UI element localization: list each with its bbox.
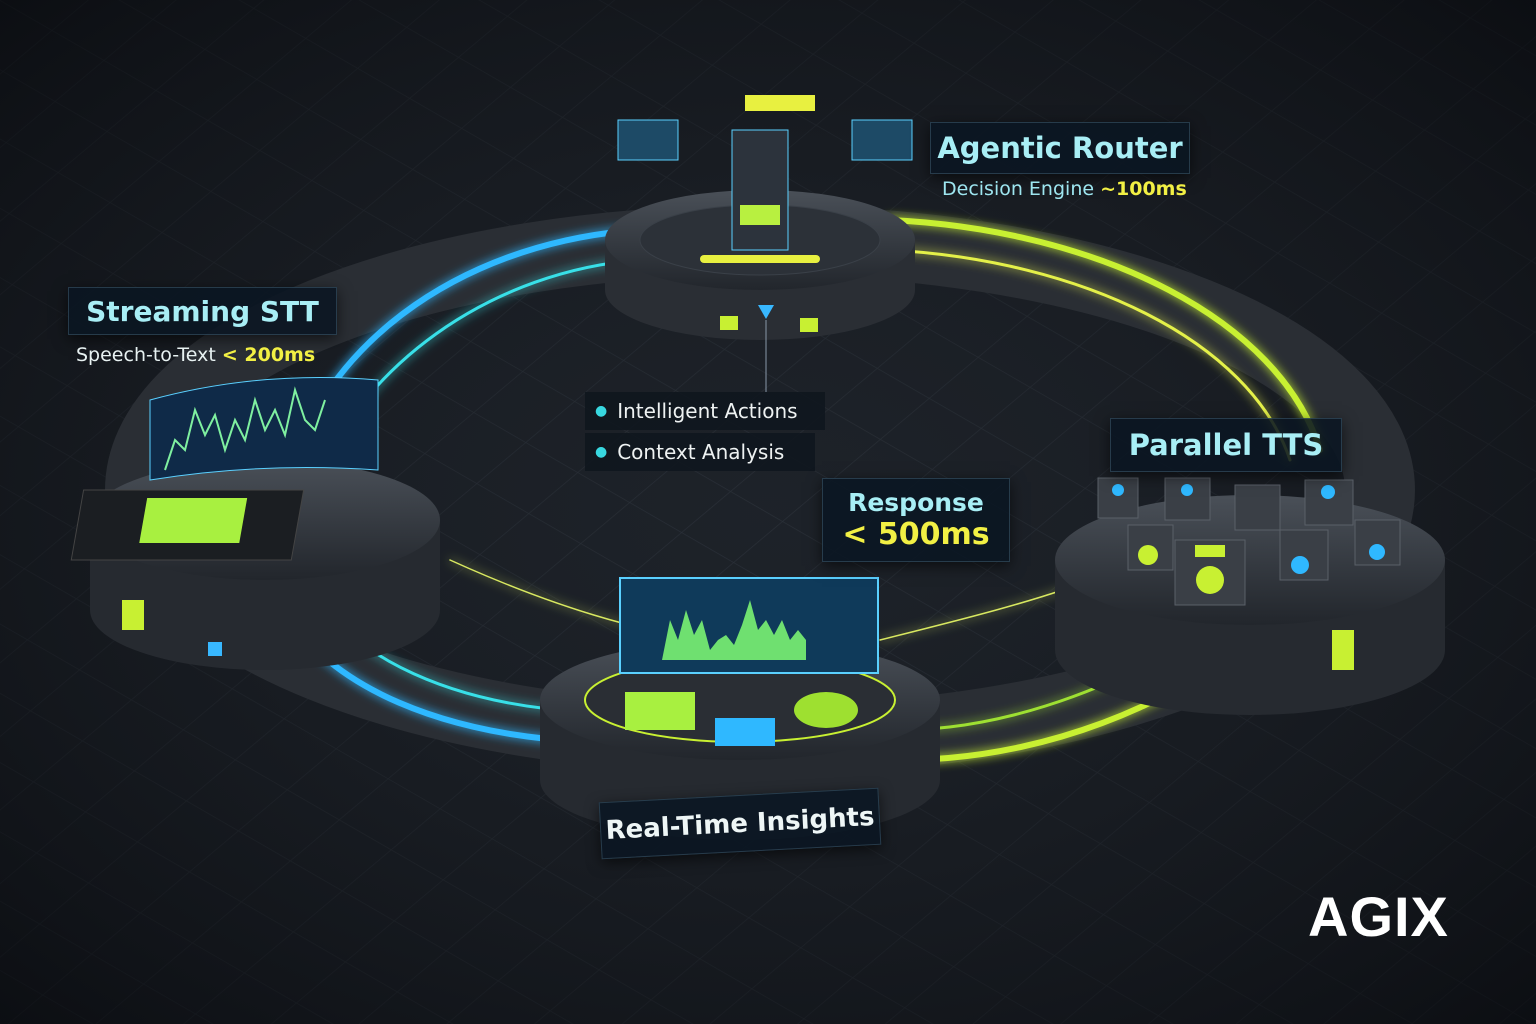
tts-platform bbox=[1055, 477, 1445, 715]
stt-latency: < 200ms bbox=[221, 344, 316, 366]
bullet-icon: ● bbox=[595, 403, 608, 419]
response-label: Response bbox=[848, 488, 984, 517]
action-item-text: Context Analysis bbox=[617, 440, 785, 464]
bullet-icon: ● bbox=[595, 444, 608, 460]
router-title-label: Agentic Router bbox=[930, 122, 1190, 174]
action-item: ● Context Analysis bbox=[585, 433, 815, 471]
router-subtitle-text: Decision Engine bbox=[942, 178, 1095, 200]
stt-subtitle-text: Speech-to-Text bbox=[76, 344, 216, 366]
tts-title-label: Parallel TTS bbox=[1110, 418, 1342, 472]
stt-platform bbox=[70, 377, 440, 670]
router-subtitle: Decision Engine ~100ms bbox=[942, 178, 1187, 200]
agix-logo: AGIX bbox=[1308, 885, 1449, 948]
stt-subtitle: Speech-to-Text < 200ms bbox=[76, 344, 315, 366]
response-latency: < 500ms bbox=[842, 517, 990, 552]
response-badge: Response < 500ms bbox=[822, 478, 1010, 562]
action-item: ● Intelligent Actions bbox=[585, 392, 825, 430]
flow-router-tts bbox=[887, 217, 1323, 453]
action-item-text: Intelligent Actions bbox=[617, 399, 798, 423]
router-latency: ~100ms bbox=[1100, 178, 1187, 200]
router-platform bbox=[605, 95, 915, 392]
stt-title-label: Streaming STT bbox=[68, 287, 337, 335]
